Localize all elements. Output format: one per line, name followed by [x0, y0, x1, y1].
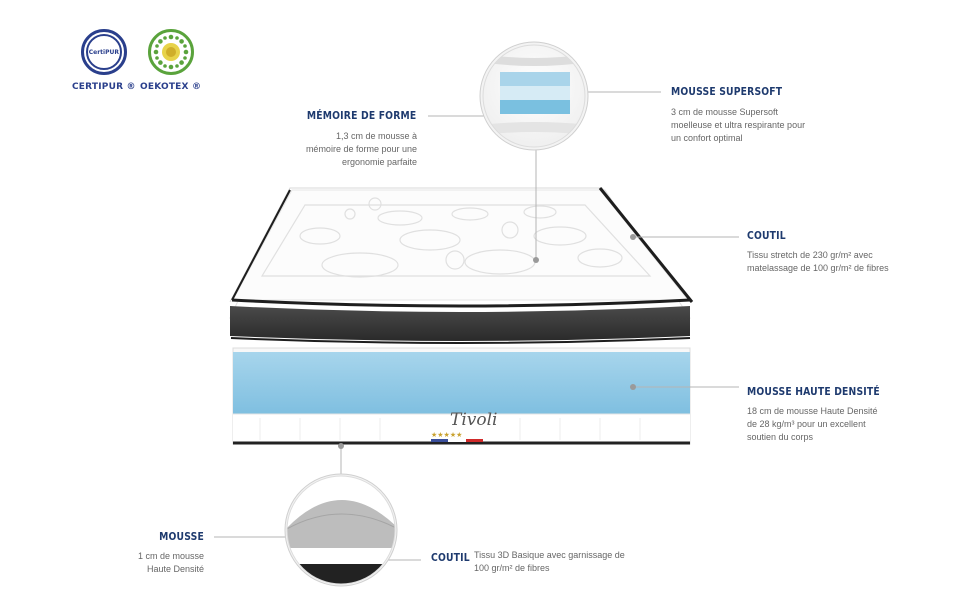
supersoft-description: 3 cm de mousse Supersoft moelleuse et ul…: [671, 107, 806, 143]
mousse-bottom-description: 1 cm de mousse Haute Densité: [137, 551, 204, 574]
mousse-bottom-title: MOUSSE: [159, 531, 204, 543]
oekotex-logo-icon: [147, 29, 194, 75]
oekotex-label: OEKOTEX ®: [140, 82, 202, 92]
oekotex-badge: OEKOTEX ®: [140, 29, 201, 92]
mattress-base: Tivoli ★★★★★: [232, 347, 691, 445]
certipur-badge: CertiPUR CERTIPUR ®: [72, 29, 136, 92]
mattress-border-band: [230, 306, 690, 341]
memoire-description: 1,3 cm de mousse à mémoire de forme pour…: [305, 131, 417, 167]
certipur-label: CERTIPUR ®: [72, 82, 136, 92]
haute-densite-foam-layer: [233, 352, 690, 414]
supersoft-title: MOUSSE SUPERSOFT: [671, 86, 783, 98]
brand-logo: Tivoli: [450, 410, 498, 430]
haute-densite-description: 18 cm de mousse Haute Densité de 28 kg/m…: [747, 406, 878, 442]
brand-stars: ★★★★★: [431, 431, 462, 439]
certipur-logo-icon: CertiPUR: [80, 29, 127, 75]
coutil-top-title: COUTIL: [747, 230, 786, 242]
coutil-bottom-title: COUTIL: [431, 552, 470, 564]
bottom-foam-layer: [287, 500, 395, 548]
mattress-top: [229, 187, 694, 344]
memoire-title: MÉMOIRE DE FORME: [306, 110, 416, 122]
top-layer-zoom: [479, 41, 589, 151]
haute-densite-title: MOUSSE HAUTE DENSITÉ: [747, 386, 880, 398]
coutil-top-description: Tissu stretch de 230 gr/m² avec matelass…: [747, 250, 889, 273]
certipur-logo-text: CertiPUR: [88, 48, 119, 56]
coutil-bottom-description: Tissu 3D Basique avec garnissage de 100 …: [474, 550, 625, 573]
bottom-layer-zoom: [284, 473, 398, 587]
